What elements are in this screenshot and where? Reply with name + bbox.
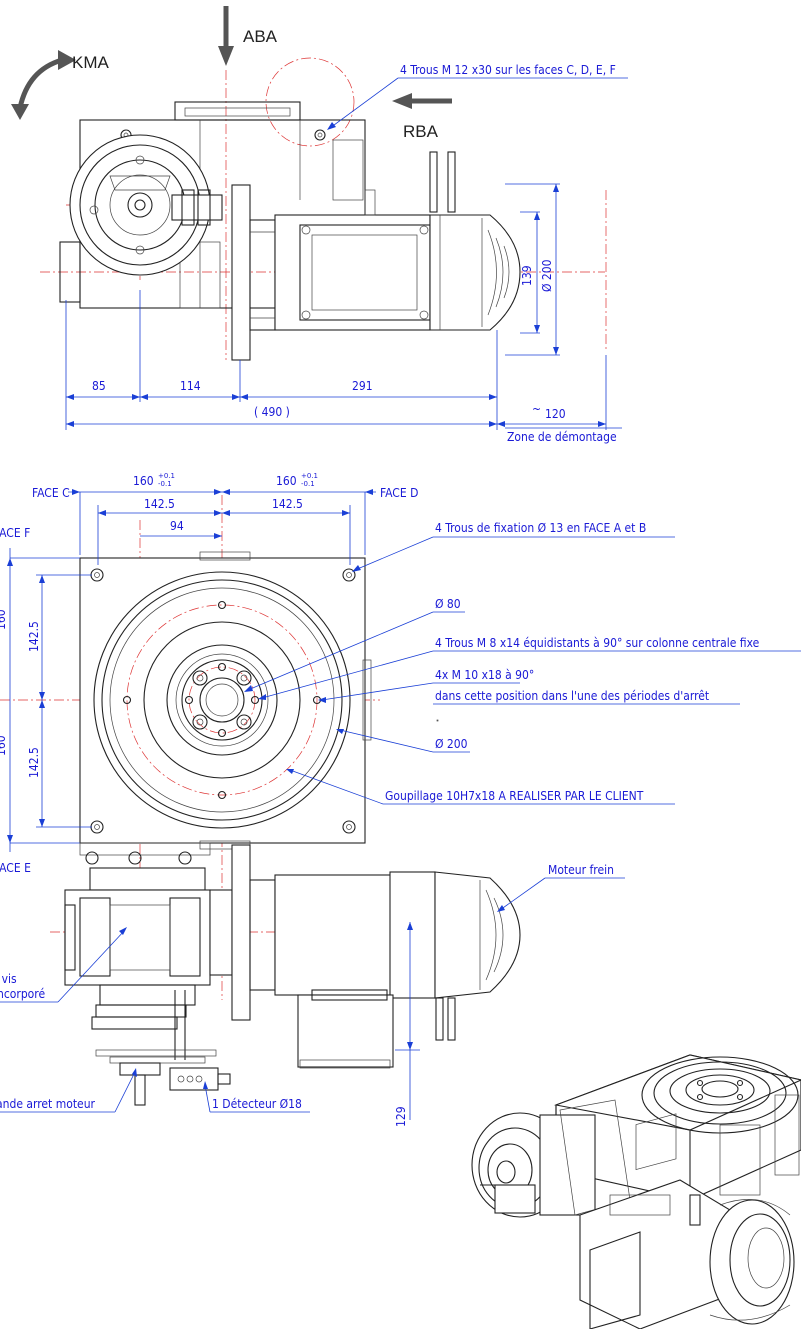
dim-160-right: 160 [276,474,297,488]
top-view: ABA KMA RBA [11,6,628,444]
goupillage-note: Goupillage 10H7x18 A REALISER PAR LE CLI… [385,789,644,803]
dim-142-5-right: 142.5 [272,497,303,511]
tol-minus-left: -0.1 [158,480,172,488]
fix-holes-note: 4 Trous de fixation Ø 13 en FACE A et B [435,521,646,535]
d80-note: Ø 80 [435,597,461,611]
holes-note: 4 Trous M 12 x30 sur les faces C, D, E, … [400,63,616,77]
detail-circle [265,57,355,147]
moteur-frein-note: Moteur frein [548,863,614,877]
face-d: FACE D [380,486,418,500]
dim-142-5-lower: 142.5 [27,747,41,778]
dim-142-5-upper: 142.5 [27,621,41,652]
dim-129: 129 [394,1106,408,1127]
dim-114: 114 [180,379,201,393]
dim-490: ( 490 ) [254,405,290,419]
m10-holes-note: 4x M 10 x18 à 90° [435,668,534,682]
vis-note-1: t vis [0,972,17,986]
dim-160-left: 160 [133,474,154,488]
rba-arrow [392,93,452,109]
tol-plus-left: +0.1 [158,472,175,480]
zone-demontage: Zone de démontage [507,430,617,444]
face-f: FACE F [0,526,30,540]
dim-d200: Ø 200 [540,259,554,292]
dim-291: 291 [352,379,373,393]
kma-arrow [11,50,76,120]
aba-arrow [218,6,234,66]
dim-120: 120 [545,407,566,421]
detecteur-note: 1 Détecteur Ø18 [212,1097,302,1111]
dim-139: 139 [520,265,534,286]
front-view: FACE C FACE D 160 +0.1 -0.1 160 +0.1 -0.… [0,472,801,1127]
aba-label: ABA [243,27,278,46]
dim-160-lower: 160 [0,735,8,756]
isometric-view [471,1054,801,1329]
cmd-note: ande arret moteur [0,1097,96,1111]
face-c: FACE C [32,486,70,500]
kma-label: KMA [72,53,110,72]
tol-plus-right: +0.1 [301,472,318,480]
m10-position-note: dans cette position dans l'une des pério… [435,689,709,703]
dim-94: 94 [170,519,184,533]
dim-142-5-left: 142.5 [144,497,175,511]
m8-holes-note: 4 Trous M 8 x14 équidistants à 90° sur c… [435,636,760,650]
rba-label: RBA [403,122,439,141]
vis-note-2: incorporé [0,987,45,1001]
tol-minus-right: -0.1 [301,480,315,488]
d200-note: Ø 200 [435,737,468,751]
tilde: ~ [532,402,541,416]
face-e: FACE E [0,861,31,875]
dim-85: 85 [92,379,106,393]
dim-160-upper: 160 [0,609,8,630]
